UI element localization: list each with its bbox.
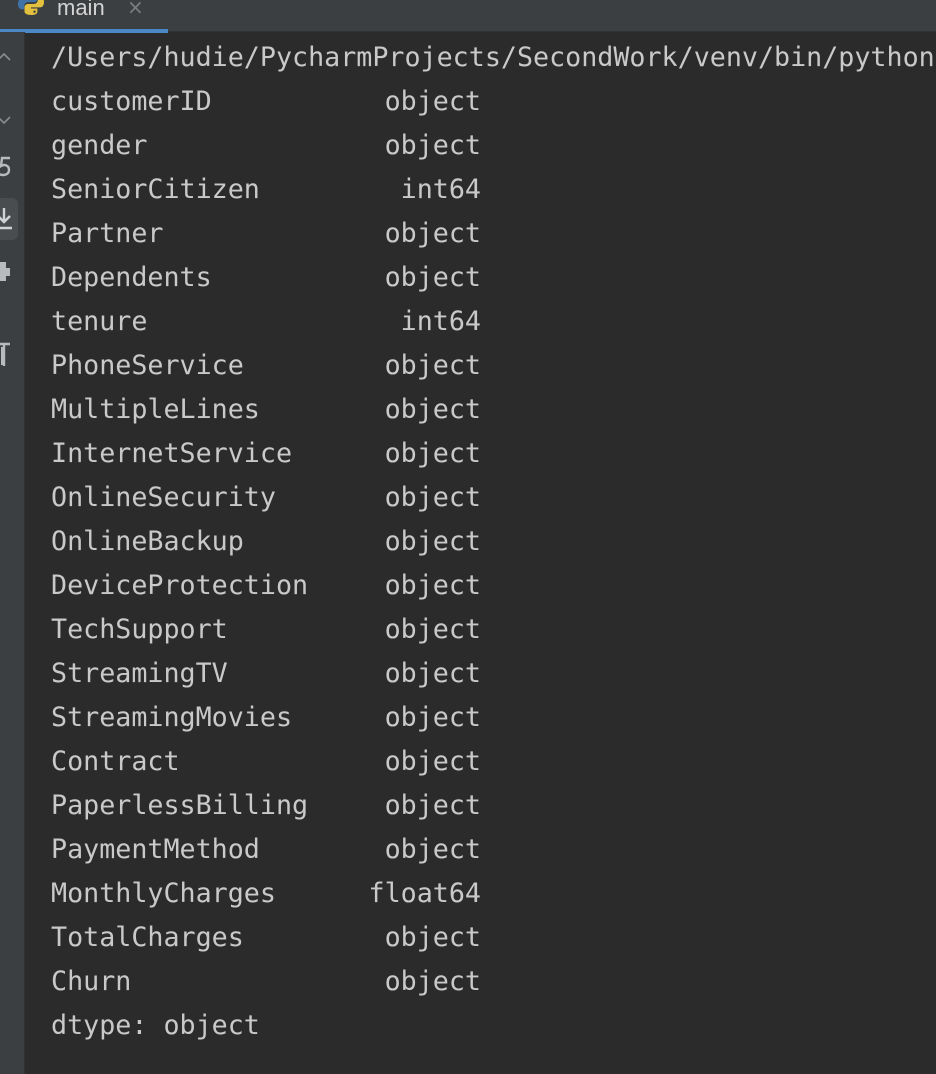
dtype-row: DeviceProtection object: [51, 568, 481, 604]
column-dtype: int64: [400, 174, 481, 205]
column-name: PaymentMethod: [51, 834, 260, 865]
column-name: Partner: [51, 218, 164, 249]
dtype-row: MonthlyCharges float64: [51, 876, 481, 912]
scroll-down-icon[interactable]: [0, 110, 20, 130]
dtype-row: Churn object: [51, 964, 481, 1000]
column-name: DeviceProtection: [51, 570, 309, 601]
column-dtype: object: [384, 438, 481, 469]
column-name: Contract: [51, 746, 180, 777]
column-dtype: object: [384, 922, 481, 953]
column-name: StreamingTV: [51, 658, 228, 689]
column-dtype: object: [384, 526, 481, 557]
dtype-row: customerID object: [51, 84, 481, 120]
column-name: TechSupport: [51, 614, 228, 645]
column-name: SeniorCitizen: [51, 174, 260, 205]
column-dtype: object: [384, 350, 481, 381]
dtype-row: StreamingMovies object: [51, 700, 481, 736]
column-name: PaperlessBilling: [51, 790, 309, 821]
column-dtype: object: [384, 394, 481, 425]
console-toolbar: [0, 32, 25, 1074]
print-icon[interactable]: [0, 258, 20, 286]
close-icon[interactable]: ×: [127, 0, 144, 19]
column-name: customerID: [51, 86, 212, 117]
dtype-row: InternetService object: [51, 436, 481, 472]
column-dtype: object: [384, 218, 481, 249]
column-dtype: object: [384, 966, 481, 997]
column-dtype: object: [384, 482, 481, 513]
column-name: Churn: [51, 966, 132, 997]
dtype-row: Partner object: [51, 216, 481, 252]
column-dtype: object: [384, 262, 481, 293]
column-dtype: float64: [368, 878, 481, 909]
column-dtype: object: [384, 658, 481, 689]
column-name: tenure: [51, 306, 148, 337]
dtype-row: gender object: [51, 128, 481, 164]
console-output[interactable]: /Users/hudie/PycharmProjects/SecondWork/…: [51, 40, 936, 1074]
run-tab-bar: main ×: [0, 0, 936, 33]
dtype-row: SeniorCitizen int64: [51, 172, 481, 208]
column-dtype: object: [384, 86, 481, 117]
column-name: OnlineSecurity: [51, 482, 276, 513]
column-dtype: object: [384, 130, 481, 161]
dtype-row: OnlineSecurity object: [51, 480, 481, 516]
dtype-row: tenure int64: [51, 304, 481, 340]
column-dtype: object: [384, 746, 481, 777]
dtype-row: PaperlessBilling object: [51, 788, 481, 824]
column-dtype: object: [384, 614, 481, 645]
dtype-footer: dtype: object: [51, 1010, 260, 1041]
scroll-up-icon[interactable]: [0, 48, 20, 68]
column-name: PhoneService: [51, 350, 244, 381]
dtype-row: PhoneService object: [51, 348, 481, 384]
run-command-line: /Users/hudie/PycharmProjects/SecondWork/…: [51, 42, 935, 73]
column-dtype: object: [384, 834, 481, 865]
dtype-row: StreamingTV object: [51, 656, 481, 692]
dtype-row: MultipleLines object: [51, 392, 481, 428]
dtype-row: Dependents object: [51, 260, 481, 296]
column-name: StreamingMovies: [51, 702, 293, 733]
run-tab-main[interactable]: main ×: [0, 0, 168, 33]
dtype-row: PaymentMethod object: [51, 832, 481, 868]
active-tab-indicator: [0, 29, 168, 33]
column-name: MonthlyCharges: [51, 878, 276, 909]
column-name: MultipleLines: [51, 394, 260, 425]
trash-icon[interactable]: [0, 338, 20, 368]
column-name: TotalCharges: [51, 922, 244, 953]
column-dtype: object: [384, 790, 481, 821]
dtype-row: TotalCharges object: [51, 920, 481, 956]
dtype-row: OnlineBackup object: [51, 524, 481, 560]
column-name: OnlineBackup: [51, 526, 244, 557]
dtype-row: Contract object: [51, 744, 481, 780]
python-icon: [18, 0, 44, 15]
column-dtype: int64: [400, 306, 481, 337]
tab-label: main: [57, 0, 105, 20]
column-name: gender: [51, 130, 148, 161]
column-name: Dependents: [51, 262, 212, 293]
column-dtype: object: [384, 702, 481, 733]
dtype-row: TechSupport object: [51, 612, 481, 648]
soft-wrap-icon[interactable]: [0, 198, 18, 240]
column-name: InternetService: [51, 438, 293, 469]
column-dtype: object: [384, 570, 481, 601]
rerun-icon[interactable]: [0, 152, 20, 184]
